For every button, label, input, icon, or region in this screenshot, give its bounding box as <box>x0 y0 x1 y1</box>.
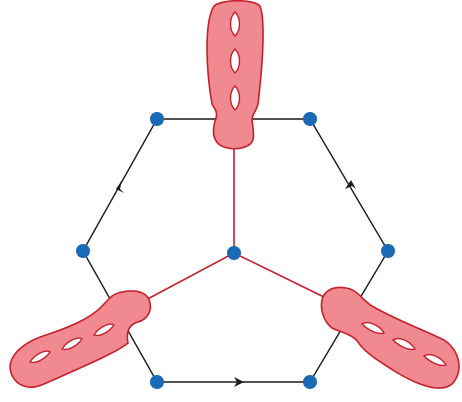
surface-lower-right <box>320 286 460 389</box>
arrow-upper-left-edge <box>116 180 124 193</box>
spoke-right <box>233 252 331 301</box>
node-right <box>381 244 395 258</box>
spoke-left <box>141 252 235 303</box>
arrow-upper-right-edge <box>345 180 356 189</box>
surface-top <box>206 0 264 150</box>
node-top-right <box>303 112 317 126</box>
node-center <box>227 246 241 260</box>
hole <box>229 85 241 111</box>
hole <box>229 11 241 37</box>
surface-lower-left <box>9 290 152 388</box>
hole <box>28 350 51 364</box>
surface-lower-right-body <box>320 286 460 389</box>
node-left <box>76 244 90 258</box>
center-spokes <box>141 148 331 303</box>
hole <box>92 323 115 337</box>
arrow-bottom-edge <box>234 377 244 387</box>
surface-top-holes <box>229 11 241 111</box>
hole <box>229 48 241 74</box>
surface-lower-left-holes <box>28 323 115 364</box>
hole <box>422 353 448 367</box>
node-bottom-right <box>303 375 317 389</box>
hole <box>60 337 83 351</box>
node-bottom-left <box>150 375 164 389</box>
surface-top-body <box>206 0 264 150</box>
hole <box>360 321 386 335</box>
graph-nodes <box>76 112 395 389</box>
surface-lower-right-holes <box>360 321 448 367</box>
hole <box>391 337 417 351</box>
node-top-left <box>150 112 164 126</box>
edge-direction-arrows <box>116 180 356 387</box>
